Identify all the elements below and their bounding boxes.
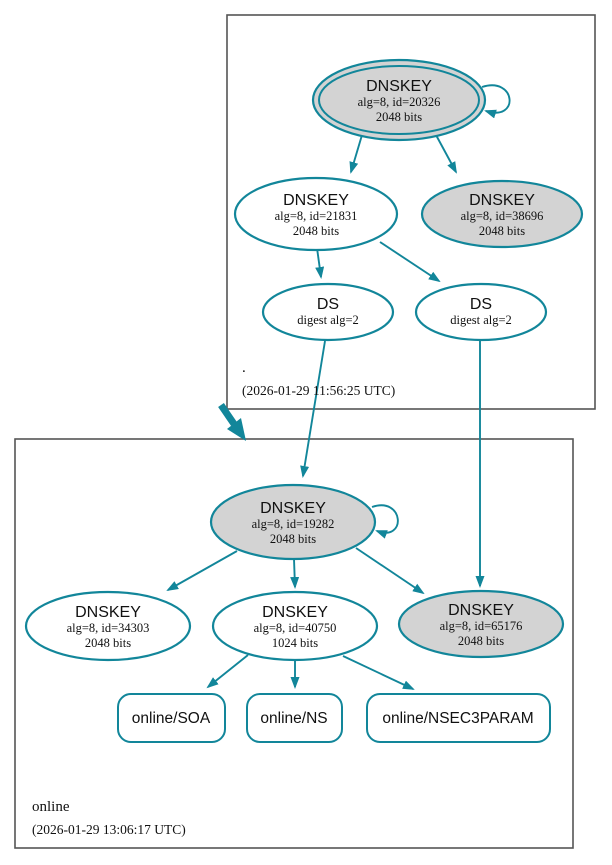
edge-ds1-to-online-ksk19282 bbox=[300, 340, 326, 478]
dnskey-19282-detail: alg=8, id=19282 bbox=[252, 517, 335, 531]
online-zone-timestamp: (2026-01-29 13:06:17 UTC) bbox=[32, 822, 186, 837]
online-zone-label: online bbox=[32, 799, 70, 815]
edge-ksk19282-to-zsk34303 bbox=[166, 550, 238, 591]
rrset-nsec3param-node[interactable]: online/NSEC3PARAM bbox=[366, 693, 551, 743]
edge-ksk20326-to-ksk38696 bbox=[435, 134, 457, 174]
dnskey-65176-title: DNSKEY bbox=[448, 602, 514, 619]
ds-left-title: DS bbox=[317, 296, 339, 313]
rrset-soa-node[interactable]: online/SOA bbox=[117, 693, 226, 743]
dnskey-21831-detail: alg=8, id=21831 bbox=[275, 209, 358, 223]
dnskey-40750-title: DNSKEY bbox=[262, 604, 328, 621]
rrset-soa-label: online/SOA bbox=[132, 710, 211, 727]
dnskey-21831-bits: 2048 bits bbox=[293, 224, 339, 238]
dnskey-19282-node[interactable]: DNSKEY alg=8, id=19282 2048 bits bbox=[209, 483, 377, 561]
ds-node-right[interactable]: DS digest alg=2 bbox=[414, 282, 548, 342]
dnskey-34303-node[interactable]: DNSKEY alg=8, id=34303 2048 bits bbox=[24, 590, 192, 662]
dnskey-65176-node[interactable]: DNSKEY alg=8, id=65176 2048 bits bbox=[397, 589, 565, 659]
dnskey-20326-bits: 2048 bits bbox=[376, 110, 422, 124]
dnskey-38696-title: DNSKEY bbox=[469, 192, 535, 209]
dnskey-38696-bits: 2048 bits bbox=[479, 224, 525, 238]
ds-right-title: DS bbox=[470, 296, 492, 313]
edge-zsk40750-to-nsec3param bbox=[342, 655, 415, 690]
edge-ksk19282-to-zsk40750 bbox=[290, 558, 300, 589]
dnskey-21831-title: DNSKEY bbox=[283, 192, 349, 209]
delegation-arrow-root-to-online bbox=[218, 403, 237, 426]
dnskey-34303-bits: 2048 bits bbox=[85, 636, 131, 650]
root-zone-label: . bbox=[242, 360, 246, 376]
dnskey-65176-detail: alg=8, id=65176 bbox=[440, 619, 523, 633]
online-zone-box bbox=[14, 438, 574, 849]
dnskey-40750-bits: 1024 bits bbox=[272, 636, 318, 650]
edge-ksk19282-to-ksk65176 bbox=[355, 547, 425, 595]
dnskey-20326-node[interactable]: DNSKEY alg=8, id=20326 2048 bits bbox=[311, 58, 487, 142]
edge-zsk40750-to-soa bbox=[206, 654, 249, 689]
dnskey-65176-bits: 2048 bits bbox=[458, 634, 504, 648]
dnskey-20326-detail: alg=8, id=20326 bbox=[358, 95, 441, 109]
rrset-ns-node[interactable]: online/NS bbox=[246, 693, 343, 743]
edge-zsk21831-to-ds1 bbox=[315, 247, 325, 279]
ds-left-detail: digest alg=2 bbox=[297, 313, 359, 327]
dnskey-40750-detail: alg=8, id=40750 bbox=[254, 621, 337, 635]
rrset-ns-label: online/NS bbox=[260, 710, 327, 727]
root-zone-timestamp: (2026-01-29 11:56:25 UTC) bbox=[242, 383, 395, 398]
ds-node-left[interactable]: DS digest alg=2 bbox=[261, 282, 395, 342]
ds-right-detail: digest alg=2 bbox=[450, 313, 512, 327]
dnskey-19282-title: DNSKEY bbox=[260, 500, 326, 517]
dnskey-38696-detail: alg=8, id=38696 bbox=[461, 209, 544, 223]
self-loop-ksk20326 bbox=[481, 84, 511, 119]
dnskey-19282-bits: 2048 bits bbox=[270, 532, 316, 546]
edge-ksk20326-to-zsk21831 bbox=[349, 134, 363, 174]
edge-zsk21831-to-ds2 bbox=[379, 241, 441, 283]
self-loop-ksk19282 bbox=[371, 504, 399, 539]
rrset-nsec3param-label: online/NSEC3PARAM bbox=[382, 710, 533, 727]
dnskey-34303-detail: alg=8, id=34303 bbox=[67, 621, 150, 635]
root-zone-box bbox=[226, 14, 596, 410]
dnskey-38696-node[interactable]: DNSKEY alg=8, id=38696 2048 bits bbox=[420, 179, 584, 249]
dnskey-20326-inner-ring bbox=[318, 65, 480, 135]
dnskey-20326-title: DNSKEY bbox=[366, 78, 432, 95]
delegation-arrowhead bbox=[227, 418, 246, 441]
dnskey-40750-node[interactable]: DNSKEY alg=8, id=40750 1024 bits bbox=[211, 590, 379, 662]
dnskey-34303-title: DNSKEY bbox=[75, 604, 141, 621]
dnskey-21831-node[interactable]: DNSKEY alg=8, id=21831 2048 bits bbox=[233, 176, 399, 252]
